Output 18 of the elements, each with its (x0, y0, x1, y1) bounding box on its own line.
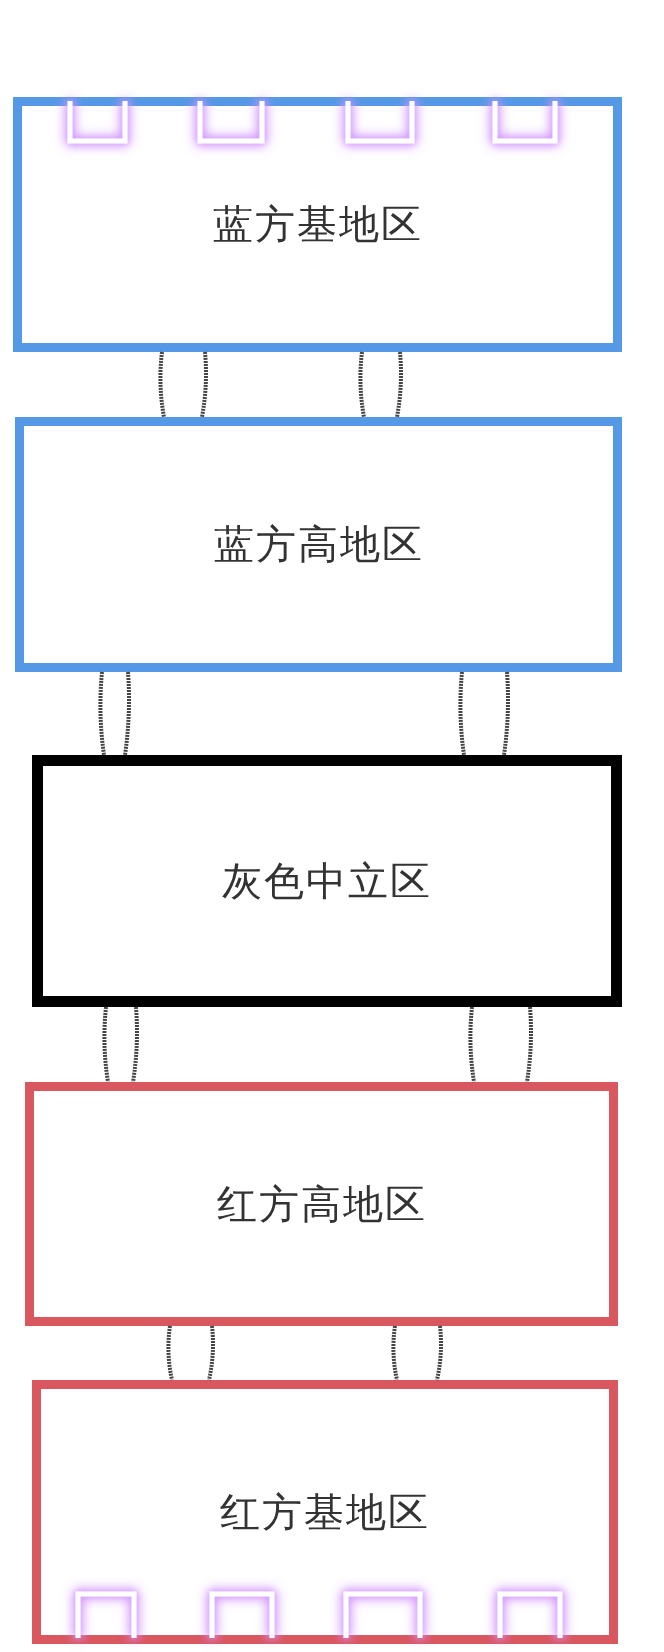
zone-box (25, 1082, 618, 1326)
road-line (358, 350, 403, 419)
zone-box (15, 417, 622, 672)
zone-box (32, 755, 622, 1007)
zone-label: 灰色中立区 (222, 856, 432, 906)
road-line (166, 1324, 215, 1382)
zone-label: 蓝方基地区 (212, 200, 423, 249)
zone-label: 蓝方高地区 (213, 520, 424, 569)
road-line (158, 350, 208, 419)
road-line (468, 1005, 533, 1084)
zone-label: 红方基地区 (220, 1487, 430, 1537)
road-line (391, 1324, 443, 1382)
road-line (458, 670, 510, 757)
zone-label: 红方高地区 (216, 1179, 427, 1229)
zone-box (32, 1380, 618, 1644)
road-line (102, 1005, 139, 1084)
zone-box (13, 97, 622, 352)
road-line (98, 670, 131, 757)
